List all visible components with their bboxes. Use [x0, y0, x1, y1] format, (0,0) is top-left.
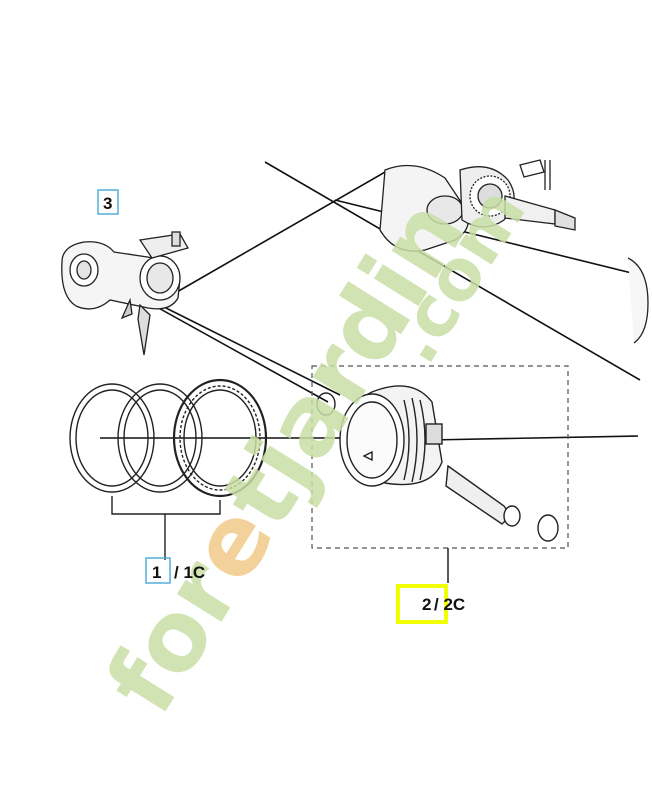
callout-part-2-highlight: [396, 584, 448, 624]
callout-part-1-suffix: / 1C: [174, 563, 205, 582]
piston-illustration: [316, 385, 559, 542]
callout-part-1-box: [145, 557, 171, 584]
piston-rings-illustration: [69, 378, 268, 560]
callout-part-3-box: [97, 189, 119, 215]
connecting-rod-illustration: [61, 231, 189, 356]
callout-part-3-label: 3: [103, 194, 112, 213]
callout-part-2[interactable]: 2 / 2C: [396, 584, 465, 624]
callout-part-3[interactable]: 3: [97, 189, 119, 215]
callout-part-2-label: 2: [422, 595, 431, 614]
callout-part-1-label: 1: [152, 563, 161, 582]
piston-kit-box: [311, 365, 569, 549]
callout-part-1[interactable]: 1 / 1C: [145, 557, 205, 584]
callout-part-2-suffix: / 2C: [434, 595, 465, 614]
crankshaft-illustration: [379, 159, 649, 344]
